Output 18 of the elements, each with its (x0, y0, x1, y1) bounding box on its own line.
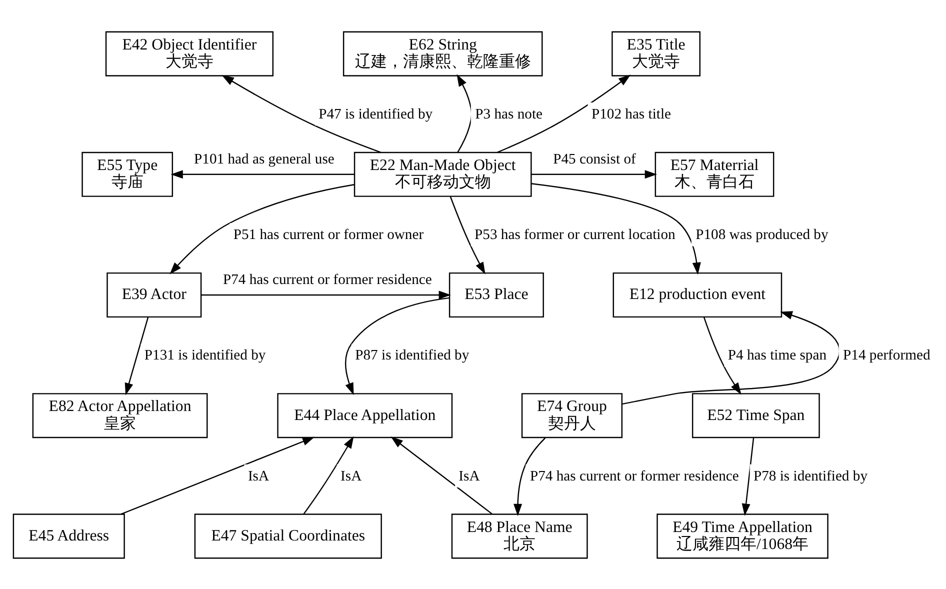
edge-label: P131 is identified by (144, 347, 266, 364)
edge-label: P53 has former or current location (474, 226, 676, 243)
edge-label: P87 is identified by (355, 347, 470, 364)
edge-label: P108 was produced by (696, 226, 828, 243)
edge-label: P14 performed (843, 347, 930, 364)
edge-label: P51 has current or former owner (233, 226, 424, 243)
edge-label: IsA (340, 468, 362, 484)
edge-label: P102 has title (591, 106, 672, 122)
edge-label: IsA (248, 468, 270, 484)
edge-label: P74 has current or former residence (222, 272, 432, 288)
edge-label: P74 has current or former residence (530, 468, 739, 484)
edge-label: P3 has note (475, 106, 543, 122)
edge-label: P78 is identified by (753, 468, 868, 484)
edge-label: P101 had as general use (194, 151, 334, 168)
edge-label: P47 is identified by (318, 106, 433, 122)
edge-label: P4 has time span (728, 347, 827, 364)
edge-label: IsA (458, 468, 480, 484)
edge-label: P45 consist of (553, 151, 636, 168)
